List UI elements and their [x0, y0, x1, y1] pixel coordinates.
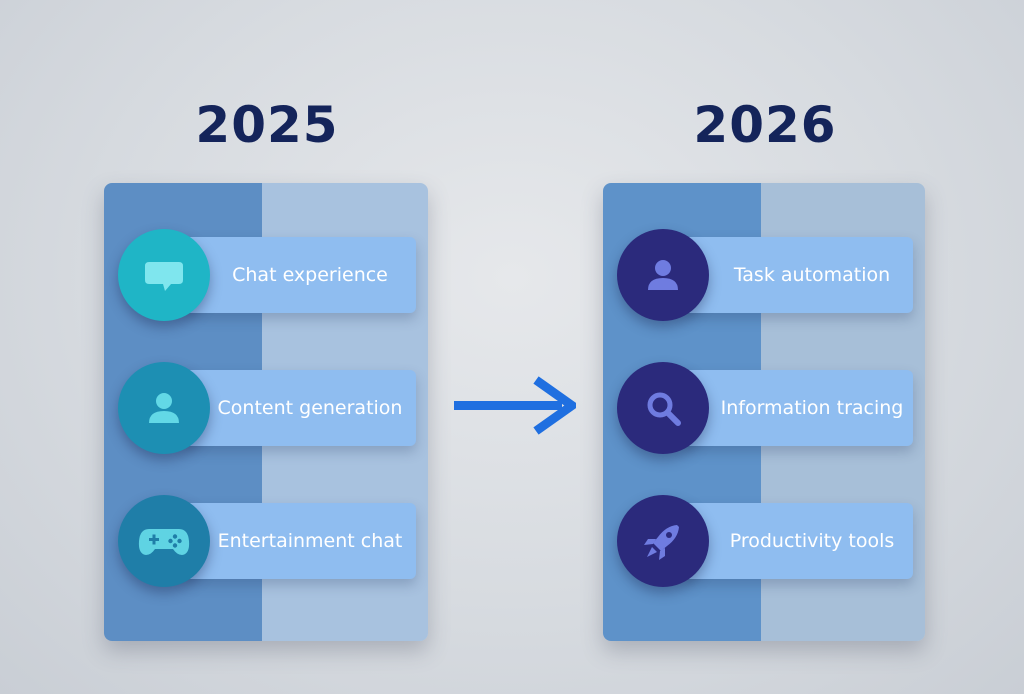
card-chat-experience: Chat experience [184, 237, 416, 313]
magnifier-icon [647, 392, 681, 426]
year-2026-title: 2026 [693, 96, 837, 154]
icon-circle [617, 495, 709, 587]
card-information-tracing: Information tracing [683, 370, 913, 446]
rocket-icon [644, 525, 679, 560]
icon-circle [617, 229, 709, 321]
speech-bubble-icon [145, 262, 183, 291]
icon-circle [118, 362, 210, 454]
icon-circle [617, 362, 709, 454]
card-label: Information tracing [720, 397, 904, 419]
gamepad-icon [138, 529, 190, 555]
card-entertainment-chat: Entertainment chat [184, 503, 416, 579]
card-task-automation: Task automation [683, 237, 913, 313]
card-label: Productivity tools [729, 530, 895, 552]
card-productivity-tools: Productivity tools [683, 503, 913, 579]
user-icon [648, 260, 678, 290]
user-icon [149, 393, 179, 423]
card-label: Chat experience [232, 264, 388, 286]
panel-2026: Task automation Information tracing Prod… [603, 183, 925, 641]
year-2025-title: 2025 [195, 96, 339, 154]
icon-circle [118, 495, 210, 587]
card-content-generation: Content generation [184, 370, 416, 446]
card-label: Entertainment chat [217, 530, 403, 552]
icon-circle [118, 229, 210, 321]
panel-2025: Chat experience Content generation Enter… [104, 183, 428, 641]
card-label: Content generation [217, 397, 403, 419]
card-label: Task automation [733, 264, 891, 286]
arrow-right-icon [454, 376, 576, 435]
